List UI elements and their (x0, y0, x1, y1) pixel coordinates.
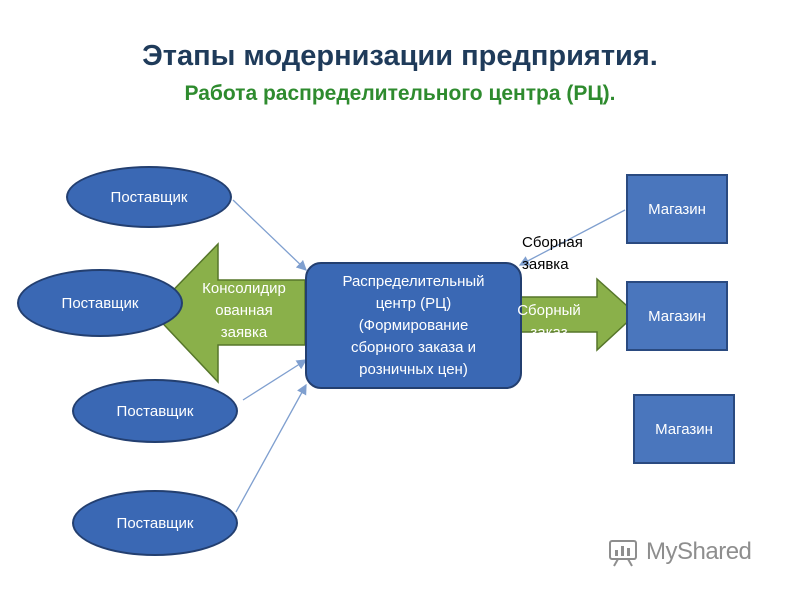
myshared-logo-icon (609, 540, 637, 567)
consolidated-request-label: Консолидир ованная заявка (202, 280, 286, 341)
supplier-node: Поставщик (72, 490, 238, 556)
myshared-logo: MyShared (608, 537, 752, 567)
collected-order-arrow (507, 277, 638, 352)
page-subtitle: Работа распределительного центра (РЦ). (184, 82, 616, 105)
connector-supplier-3 (242, 359, 308, 401)
collected-order-label: Сборный заказ (517, 302, 581, 341)
supplier-node: Поставщик (72, 379, 238, 443)
store-node: Магазин (626, 281, 728, 351)
store-node: Магазин (626, 174, 728, 244)
collected-request-note: Сборная заявка (522, 234, 583, 273)
connector-store-request (518, 209, 626, 266)
page-title: Этапы модернизации предприятия. (142, 40, 658, 72)
distribution-center: Распределительный центр (РЦ) (Формирован… (305, 262, 522, 389)
logo-text: MyShared (646, 538, 752, 565)
connector-supplier-1 (232, 199, 307, 271)
connector-supplier-4 (235, 383, 307, 513)
supplier-node: Поставщик (17, 269, 183, 337)
store-node: Магазин (633, 394, 735, 464)
supplier-node: Поставщик (66, 166, 232, 228)
